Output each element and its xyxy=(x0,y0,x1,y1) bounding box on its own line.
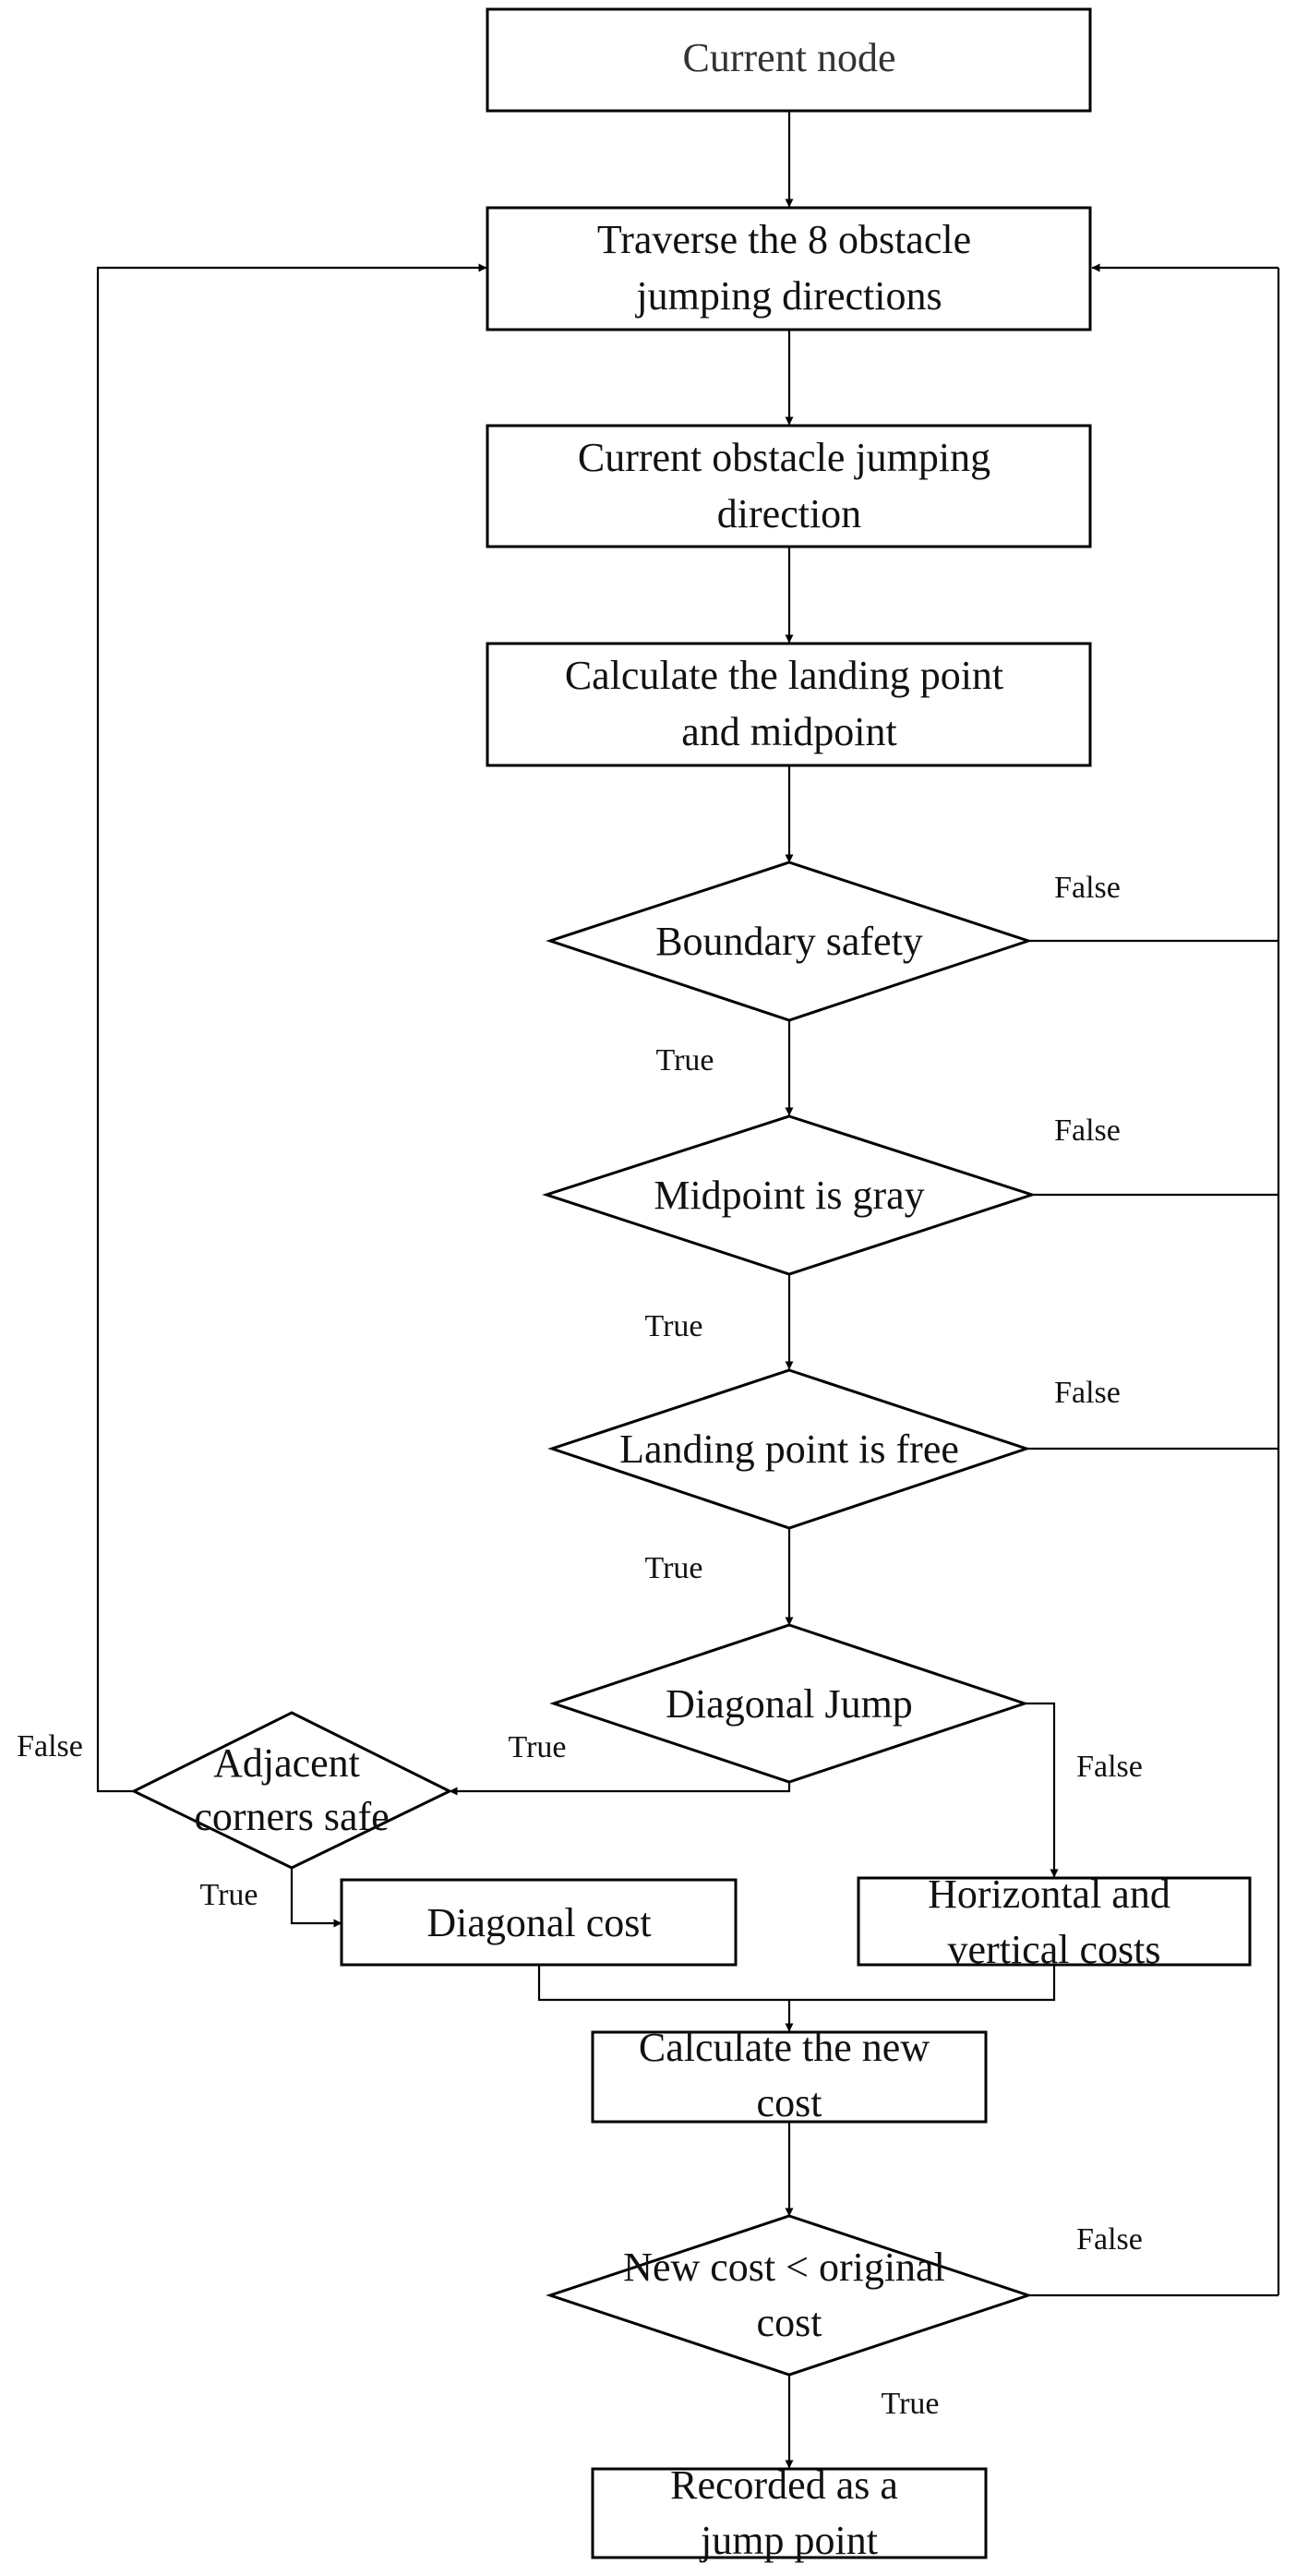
boundary-safety-text: Boundary safety xyxy=(655,919,923,964)
label-adjacent-true: True xyxy=(200,1878,258,1912)
label-landing-false: False xyxy=(1054,1376,1121,1410)
edge-adjacent-true xyxy=(290,1868,342,1928)
label-midpoint-false: False xyxy=(1054,1113,1121,1148)
label-compare-false: False xyxy=(1076,2222,1143,2257)
edges xyxy=(96,111,1280,2469)
diagonal-jump-text: Diagonal Jump xyxy=(666,1681,913,1727)
current-node-text: Current node xyxy=(683,35,896,80)
node-record-jump-point: Recorded as a jump point xyxy=(591,2462,988,2563)
calculate-points-text: Calculate the landing point and midpoint xyxy=(565,653,1014,754)
decision-diagonal-jump: Diagonal Jump xyxy=(549,1623,1029,1784)
node-current-node: Current node xyxy=(486,7,1092,113)
decision-boundary-safety: Boundary safety xyxy=(546,861,1033,1022)
midpoint-gray-text: Midpoint is gray xyxy=(654,1173,924,1218)
landing-free-text: Landing point is free xyxy=(619,1426,959,1472)
node-diagonal-cost: Diagonal cost xyxy=(340,1878,738,1967)
label-adjacent-false: False xyxy=(17,1729,83,1763)
label-diagonal-true: True xyxy=(509,1730,567,1764)
record-jump-point-text: Recorded as a jump point xyxy=(670,2462,908,2563)
node-current-direction: Current obstacle jumping direction xyxy=(486,424,1092,548)
decision-compare-cost: New cost < original cost xyxy=(546,2214,1033,2377)
node-calculate-points: Calculate the landing point and midpoint xyxy=(486,642,1092,767)
hv-costs-text: Horizontal and vertical costs xyxy=(928,1872,1181,1972)
label-compare-true: True xyxy=(882,2387,940,2421)
decision-midpoint-gray: Midpoint is gray xyxy=(542,1114,1037,1276)
node-calculate-new-cost: Calculate the new cost xyxy=(591,2025,988,2125)
adjacent-corners-text: Adjacent corners safe xyxy=(194,1740,389,1839)
compare-cost-text: New cost < original cost xyxy=(623,2245,955,2345)
node-traverse-directions: Traverse the 8 obstacle jumping directio… xyxy=(486,206,1092,331)
label-midpoint-true: True xyxy=(645,1309,703,1343)
node-hv-costs: Horizontal and vertical costs xyxy=(857,1872,1252,1972)
traverse-directions-text: Traverse the 8 obstacle jumping directio… xyxy=(597,217,981,319)
edge-diagonal-cost-merge xyxy=(537,1965,1056,2002)
label-boundary-false: False xyxy=(1054,871,1121,905)
edge-diagonal-false xyxy=(1025,1702,1059,1878)
decision-adjacent-corners: Adjacent corners safe xyxy=(130,1711,453,1870)
decision-landing-free: Landing point is free xyxy=(547,1368,1031,1530)
edge-labels: False True False True False True True Fa… xyxy=(17,871,1143,2421)
edge-adjacent-false xyxy=(96,263,487,1793)
edge-diagonal-true xyxy=(449,1782,791,1796)
diagonal-cost-text: Diagonal cost xyxy=(426,1900,651,1945)
label-landing-true: True xyxy=(645,1551,703,1585)
label-diagonal-false: False xyxy=(1076,1750,1143,1784)
current-direction-text: Current obstacle jumping direction xyxy=(578,435,1001,536)
calculate-new-cost-text: Calculate the new cost xyxy=(639,2025,940,2125)
label-boundary-true: True xyxy=(656,1043,714,1077)
